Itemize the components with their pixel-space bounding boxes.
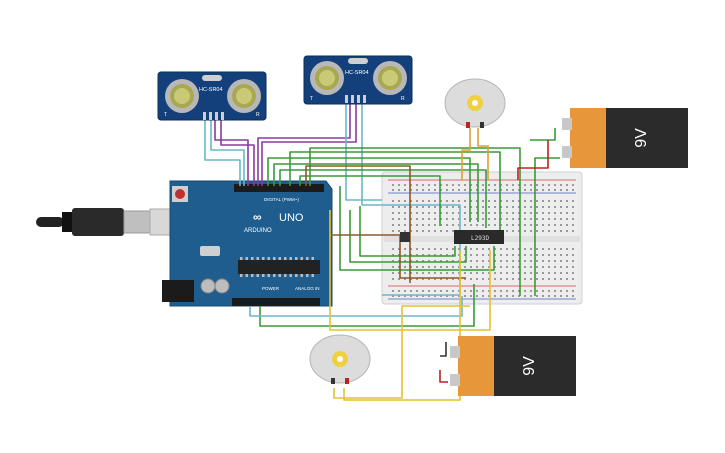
wire-purple	[257, 100, 351, 186]
wire-red	[517, 140, 549, 180]
battery-9v-top: 9V	[562, 108, 688, 168]
sensor-2-t: T	[310, 96, 313, 102]
battery-9v-bottom: 9V	[450, 336, 576, 396]
battery-top-label: 9V	[633, 128, 650, 148]
wire-cyan	[345, 100, 382, 201]
sensor-1-r: R	[256, 112, 260, 118]
arduino-logo: ∞	[253, 210, 262, 224]
wire-purple	[220, 118, 255, 186]
sensor-2-label: HC-SR04	[345, 70, 369, 76]
ultrasonic-sensor-1: HC-SR04 T R	[157, 71, 267, 121]
wire-purple	[214, 118, 249, 186]
usb-cable	[36, 208, 191, 236]
wire-green	[309, 147, 521, 296]
wire-brown	[305, 165, 411, 283]
dc-motor-2	[309, 334, 371, 384]
l293d-chip: L293D	[454, 230, 504, 244]
wire-orange	[477, 128, 489, 180]
arduino-uno-board: ∞ ARDUINO UNO DIGITAL (PWM~) POWER ANALO…	[162, 180, 333, 307]
battery-bottom-label: 9V	[521, 356, 538, 376]
wire-black	[440, 342, 447, 357]
sensor-1-t: T	[164, 112, 167, 118]
atmega-chip	[238, 260, 320, 274]
wire-green	[530, 128, 556, 141]
wire-yellow	[343, 250, 461, 401]
digital-header	[234, 184, 324, 192]
sensor-2-pins	[345, 95, 366, 103]
power-analog-header	[232, 298, 320, 306]
wire-green	[534, 157, 560, 296]
dc-motor-1	[444, 78, 506, 128]
digital-label: DIGITAL (PWM~)	[264, 197, 299, 202]
sensor-1-pins	[203, 112, 224, 120]
push-button[interactable]	[400, 232, 410, 242]
wire-green	[279, 169, 487, 228]
arduino-brand: ARDUINO	[244, 228, 272, 234]
wire-green	[299, 175, 441, 226]
analog-label: ANALOG IN	[295, 286, 320, 291]
wire-green	[339, 186, 495, 271]
wire-cyan	[204, 118, 241, 186]
arduino-model: UNO	[279, 212, 304, 224]
ultrasonic-sensor-2: HC-SR04 T R	[303, 55, 413, 105]
wire-orange	[461, 128, 471, 180]
wire-green	[289, 151, 501, 232]
wire-green	[359, 206, 456, 257]
wire-yellow	[329, 210, 491, 331]
wire-green	[267, 157, 471, 222]
sensor-1-label: HC-SR04	[199, 87, 223, 93]
crystal	[200, 246, 220, 256]
sensor-2-r: R	[401, 96, 405, 102]
wire-purple	[261, 100, 357, 186]
l293d-label: L293D	[471, 235, 489, 242]
wire-cyan	[210, 118, 245, 186]
wire-green	[349, 210, 467, 263]
wire-yellow	[333, 305, 470, 399]
power-label: POWER	[262, 286, 280, 291]
wire-red	[439, 370, 448, 383]
wires	[204, 100, 560, 401]
wire-green	[273, 163, 479, 222]
